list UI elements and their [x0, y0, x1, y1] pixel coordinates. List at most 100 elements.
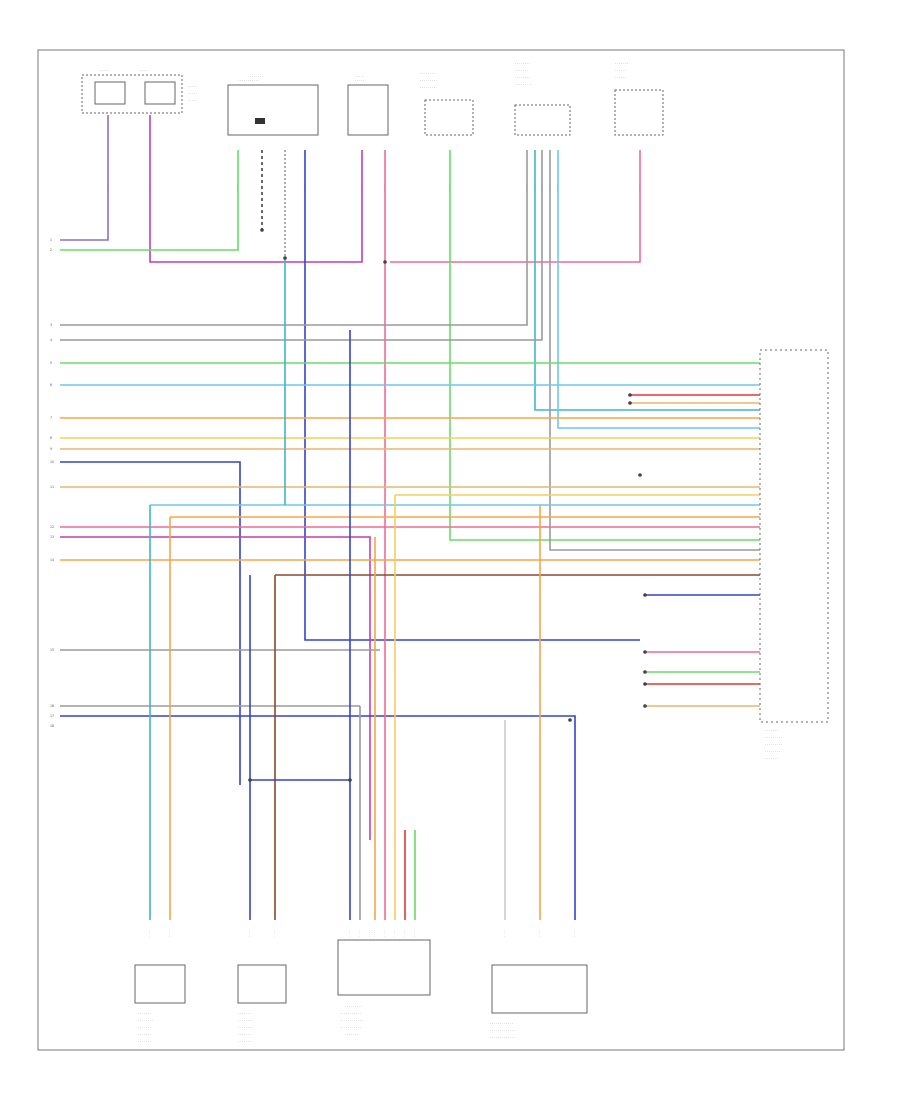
svg-text:· · · · · · · · · · · · ·: · · · · · · · · · · · · · [490, 1036, 515, 1040]
wire-label: 18 [50, 724, 54, 728]
wire-28 [60, 536, 371, 840]
top-module-box-3: · · · · · · · · · · [347, 75, 389, 136]
wire-label: 1 [50, 238, 52, 242]
wire-label: 2 [50, 248, 52, 252]
splice-dot [638, 473, 642, 477]
svg-text:· · · · · · · · ·: · · · · · · · · · [515, 83, 532, 87]
splice-dot [248, 778, 252, 782]
wire-label: · · · · [167, 930, 171, 937]
wire-3 [60, 150, 239, 251]
svg-text:· · · · ·: · · · · · [188, 99, 197, 103]
wire-14 [557, 150, 760, 429]
wire-label: · · · · [447, 185, 451, 192]
svg-text:· · · · · · · ·: · · · · · · · · [420, 72, 435, 76]
wire-label: 4 [50, 338, 52, 342]
svg-text:· · · · · · · ·: · · · · · · · · [515, 76, 530, 80]
wire-label: · · · · [147, 930, 151, 937]
svg-text:· · · · · · · ·: · · · · · · · · [238, 1026, 253, 1030]
svg-text:· · · · · · · ·: · · · · · · · · [420, 86, 435, 90]
wire-label: · · · · [547, 185, 551, 192]
splice-dot [643, 650, 647, 654]
splice-dot [643, 593, 647, 597]
top-connector-text-1: · · · · · · · · · · · · · · · [188, 85, 197, 103]
svg-text:· · · · · · · ·: · · · · · · · · [248, 75, 263, 79]
wire-38 [60, 715, 576, 920]
wire-12 [60, 150, 543, 341]
bottom-sensor-box-1: · · · · · · · · · · · · · · · · · · · · … [134, 964, 186, 1044]
svg-text:· · · · · · · · ·: · · · · · · · · · [345, 1005, 362, 1009]
splice-dot [383, 260, 387, 264]
wire-label: · · · · [359, 185, 363, 192]
top-module-box-4: · · · · · · · · · · · · · · · · · · · · … [420, 72, 474, 136]
splice-dot [568, 718, 572, 722]
wire-2 [149, 115, 363, 263]
wire-1 [60, 115, 109, 241]
wire-label: 12 [50, 525, 54, 529]
bottom-switch-box: · · · · · · · · · · · · · · · · · · · · … [490, 964, 588, 1040]
splice-dot [260, 228, 264, 232]
wire-13 [549, 150, 760, 551]
svg-text:· · · · · ·: · · · · · · [615, 76, 626, 80]
splice-dot [643, 704, 647, 708]
bottom-sensor-box-2: · · · · · · · · · · · · · · · · · · · · … [237, 964, 287, 1044]
splice-dot [643, 682, 647, 686]
wire-label: · · · · [105, 185, 109, 192]
svg-text:· · · · ·: · · · · · [188, 92, 197, 96]
right-connector-label: · · · · · · · · · · · · · · · · · · · · … [765, 729, 782, 761]
wire-8 [390, 150, 641, 263]
bottom-transmission-connector: · · · · · · · · · · · · · · · · · · · · … [337, 939, 431, 1037]
wire-label: 10 [50, 460, 54, 464]
svg-text:· · · · · · ·: · · · · · · · [238, 1040, 251, 1044]
svg-text:· · · · · · ·: · · · · · · · [765, 729, 778, 733]
svg-text:· · · · · · · ·: · · · · · · · · [765, 750, 780, 754]
svg-text:· · · · ·: · · · · · [100, 69, 109, 73]
wire-label: · · · · [392, 930, 396, 937]
svg-text:· · · · ·: · · · · · [188, 85, 197, 89]
svg-text:· · · · · · ·: · · · · · · · [138, 1012, 151, 1016]
splice-dot [283, 256, 287, 260]
top-relay-box-left: · · · · · · · · · [81, 69, 183, 114]
top-module-box-2: · · · · · · · · · · · · · · · · · · · [227, 75, 319, 136]
wire-label: 3 [50, 323, 52, 327]
wire-label: · · · · [367, 930, 371, 937]
wire-label: · · · · [147, 185, 151, 192]
svg-text:· · · · · · · · · · ·: · · · · · · · · · · · [340, 1012, 361, 1016]
wire-label: · · · · [382, 930, 386, 937]
splice-dot [348, 778, 352, 782]
wire-label: 13 [50, 535, 54, 539]
wire-label: · · · · [537, 930, 541, 937]
svg-text:· · · · · · ·: · · · · · · · [765, 757, 778, 761]
svg-text:· · · · · · ·: · · · · · · · [138, 1026, 151, 1030]
svg-text:· · · · · · ·: · · · · · · · [138, 1033, 151, 1037]
wire-label: · · · · [272, 930, 276, 937]
svg-text:· · · · · · ·: · · · · · · · [138, 1040, 151, 1044]
wire-6 [304, 150, 640, 641]
wire-label: · · · · [572, 930, 576, 937]
svg-text:· · · · · · · · · · · ·: · · · · · · · · · · · · [490, 1022, 513, 1026]
wire-label: · · · · [402, 930, 406, 937]
svg-text:· · · · · · · · ·: · · · · · · · · · [765, 743, 782, 747]
wire-label: 6 [50, 383, 52, 387]
wire-label: 16 [50, 704, 54, 708]
top-module-box-6: · · · · · · · · · · · · · · · · · · · [614, 62, 664, 136]
right-connector [759, 349, 829, 723]
splice-dot [628, 393, 632, 397]
wire-label: 9 [50, 447, 52, 451]
wire-label: · · · · [372, 930, 376, 937]
svg-text:· · · · ·: · · · · · [355, 79, 364, 83]
wire-label: · · · · [539, 185, 543, 192]
svg-text:· · · · · ·: · · · · · · [615, 69, 626, 73]
top-module-box-5: · · · · · · · · · · · · · · · · · · · · … [514, 62, 571, 136]
svg-text:· · · · · · · · ·: · · · · · · · · · [420, 79, 437, 83]
wire-label: · · · · [382, 185, 386, 192]
svg-text:· · · · · · · · · · ·: · · · · · · · · · · · [238, 79, 259, 83]
wire-label: 7 [50, 416, 52, 420]
wire-label: · · · · [532, 185, 536, 192]
svg-text:· · · · · · ·: · · · · · · · [615, 62, 628, 66]
svg-text:· · · · · · ·: · · · · · · · [515, 69, 528, 73]
svg-text:· · · · ·: · · · · · [355, 75, 364, 79]
wire-11 [534, 150, 760, 411]
wire-label: · · · · [357, 930, 361, 937]
